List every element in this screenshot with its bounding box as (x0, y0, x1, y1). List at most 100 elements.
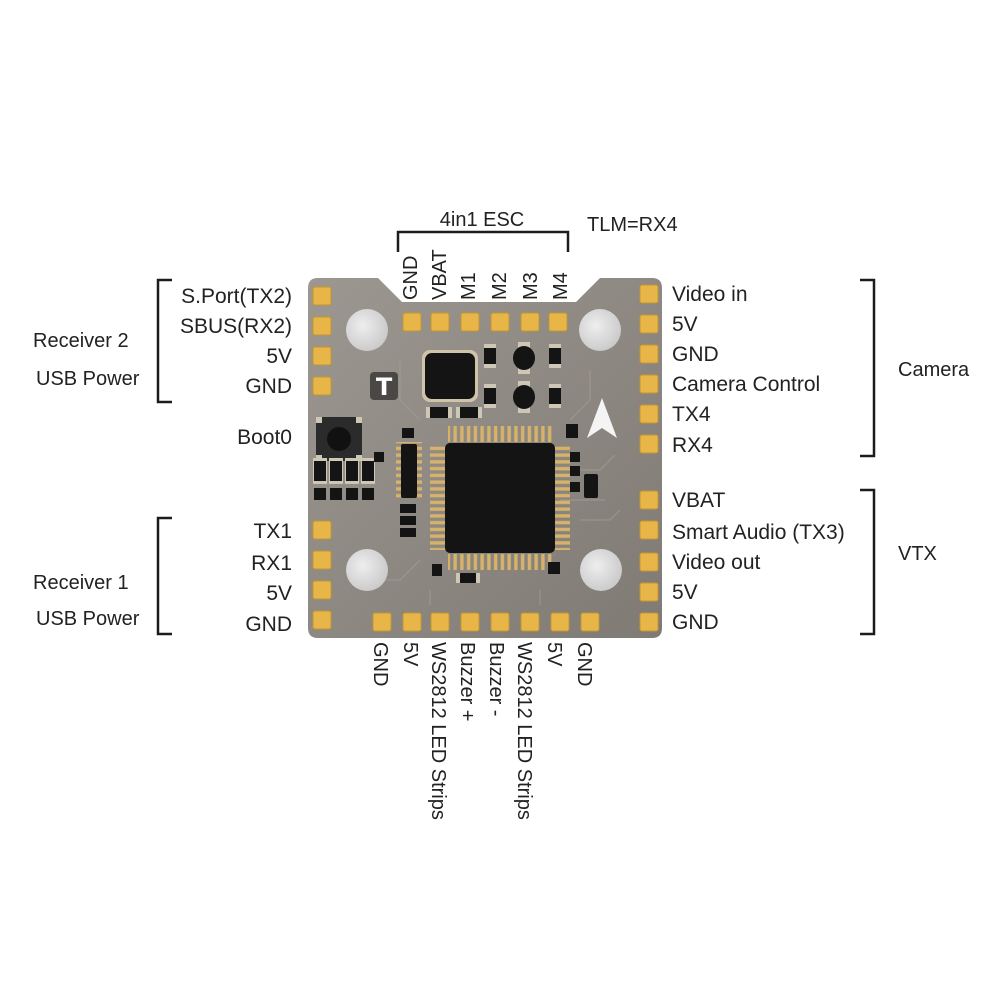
pin-label-sbus-rx2: SBUS(RX2) (180, 315, 292, 338)
resistor (374, 452, 384, 462)
pad-5v-receiver1 (312, 580, 332, 600)
boot-label: Boot0 (237, 426, 292, 449)
pin-label-m3: M3 (520, 272, 542, 300)
logo-letter: T (376, 373, 393, 401)
boot-button-cap (327, 427, 351, 451)
pin-label-bottom-gnd-left: GND (369, 642, 391, 686)
pin-label-receiver1-gnd: GND (245, 613, 292, 636)
pad-video-in (639, 284, 659, 304)
pad-5v-bottom-right (550, 612, 570, 632)
imu-chip (422, 350, 478, 402)
group-label-receiver1: Receiver 1 (33, 572, 129, 594)
pin-label-receiver2-gnd: GND (245, 375, 292, 398)
pin-label-sport-tx2: S.Port(TX2) (181, 285, 292, 308)
resistor (362, 488, 374, 500)
capacitor (484, 388, 496, 404)
pin-label-receiver1-5v: 5V (266, 582, 292, 605)
pad-video-out (639, 552, 659, 572)
capacitor (584, 474, 598, 498)
pin-label-rx1: RX1 (251, 552, 292, 575)
resistor (570, 466, 580, 476)
resistor (432, 564, 442, 576)
pad-5v-receiver2 (312, 346, 332, 366)
resistor (346, 461, 358, 481)
regulator-chip (401, 444, 417, 498)
resistor (548, 562, 560, 574)
pad-m2 (490, 312, 510, 332)
pad-5v-bottom-left (402, 612, 422, 632)
pad-led-strip-2 (520, 612, 540, 632)
brand-logo: T (370, 372, 398, 401)
pad-5v-camera (639, 314, 659, 334)
mcu-pins-left (430, 446, 446, 550)
passive-components (313, 342, 598, 583)
crystal (513, 385, 535, 409)
capacitor (484, 348, 496, 364)
pad-sbus-rx2 (312, 316, 332, 336)
resistor (570, 482, 580, 492)
pad-sport-tx2 (312, 286, 332, 306)
bracket-receiver1 (156, 516, 172, 636)
logo-badge (370, 372, 398, 400)
pin-label-camera-5v: 5V (672, 313, 698, 336)
pad-gnd-receiver1 (312, 610, 332, 630)
pad-gnd-bottom-left (372, 612, 392, 632)
pad-vbat-esc (430, 312, 450, 332)
boot-button-corner (316, 417, 322, 423)
group-label-receiver2: Receiver 2 (33, 330, 129, 352)
resistor (314, 461, 326, 481)
mounting-hole-top-right (579, 309, 621, 351)
pad-buzzer-plus (460, 612, 480, 632)
pin-label-vtx-gnd: GND (672, 611, 719, 634)
group-label-vtx: VTX (898, 543, 937, 565)
resistor (330, 488, 342, 500)
resistor (400, 516, 416, 525)
resistor (400, 528, 416, 537)
pin-label-bottom-gnd-right: GND (573, 642, 595, 686)
mounting-hole-top-left (346, 309, 388, 351)
pin-label-m4: M4 (550, 272, 572, 300)
resistor (549, 388, 561, 404)
group-label-camera: Camera (898, 359, 970, 381)
mcu-body (445, 443, 555, 553)
group-label-receiver1-usb-power: USB Power (36, 608, 140, 630)
mcu-pins-top (448, 426, 552, 442)
pin-label-esc-gnd: GND (400, 256, 422, 300)
resistor (330, 461, 342, 481)
mounting-hole-bottom-right (580, 549, 622, 591)
board-traces (380, 360, 621, 605)
pad-rx4 (639, 434, 659, 454)
imu-body (425, 353, 475, 399)
capacitor (460, 573, 476, 583)
esc-group-label: 4in1 ESC (440, 209, 525, 231)
pin-label-buzzer-plus: Buzzer + (456, 642, 478, 721)
pad-tx4 (639, 404, 659, 424)
pad-m1 (460, 312, 480, 332)
capacitor (460, 407, 478, 418)
pad-5v-vtx (639, 582, 659, 602)
capacitor (566, 424, 578, 438)
pin-label-buzzer-minus: Buzzer - (485, 642, 507, 716)
pin-label-camera-gnd: GND (672, 343, 719, 366)
arrow-logo-icon (587, 398, 617, 438)
resistor (346, 488, 358, 500)
resistor (314, 488, 326, 500)
mcu-pins-bottom (448, 554, 552, 570)
resistor (402, 428, 414, 438)
pin-label-video-in: Video in (672, 283, 748, 306)
pin-label-receiver2-5v: 5V (266, 345, 292, 368)
pin-label-tx4: TX4 (672, 403, 711, 426)
mounting-hole-bottom-left (346, 549, 388, 591)
resistor (400, 504, 416, 513)
pad-rx1 (312, 550, 332, 570)
pad-m4 (548, 312, 568, 332)
pin-label-vtx-vbat: VBAT (672, 489, 725, 512)
pad-camera-control (639, 374, 659, 394)
pin-label-rx4: RX4 (672, 434, 713, 457)
pad-gnd-esc (402, 312, 422, 332)
pin-label-bottom-5v-right: 5V (543, 642, 565, 667)
pin-label-led-strip-2: WS2812 LED Strips (513, 642, 535, 820)
bracket-vtx (860, 488, 876, 636)
